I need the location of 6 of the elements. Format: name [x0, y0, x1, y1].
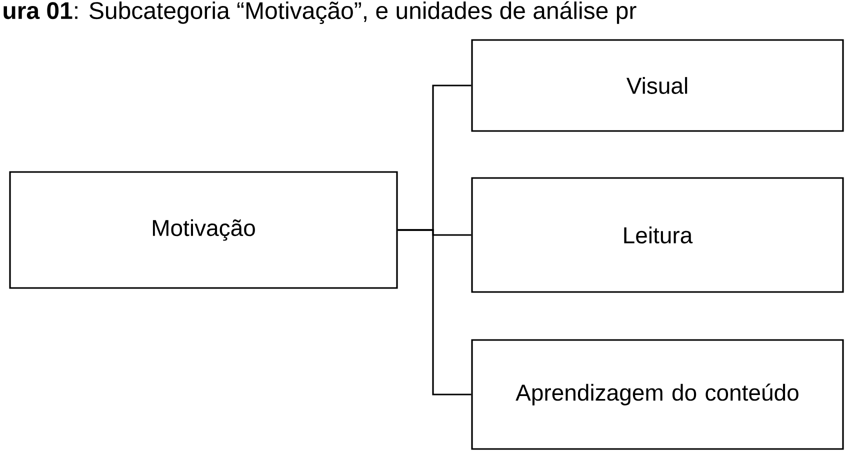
text-box: Leitura — [471, 177, 844, 293]
text-box: Visual — [471, 39, 844, 132]
text-box: Motivação — [9, 171, 398, 289]
connector-line — [398, 229, 472, 396]
text-box: Aprendizagem do conteúdo — [471, 339, 844, 450]
figure-title: ura 01: Subcategoria “Motivação”, e unidades de análise pr — [4, 1, 636, 24]
